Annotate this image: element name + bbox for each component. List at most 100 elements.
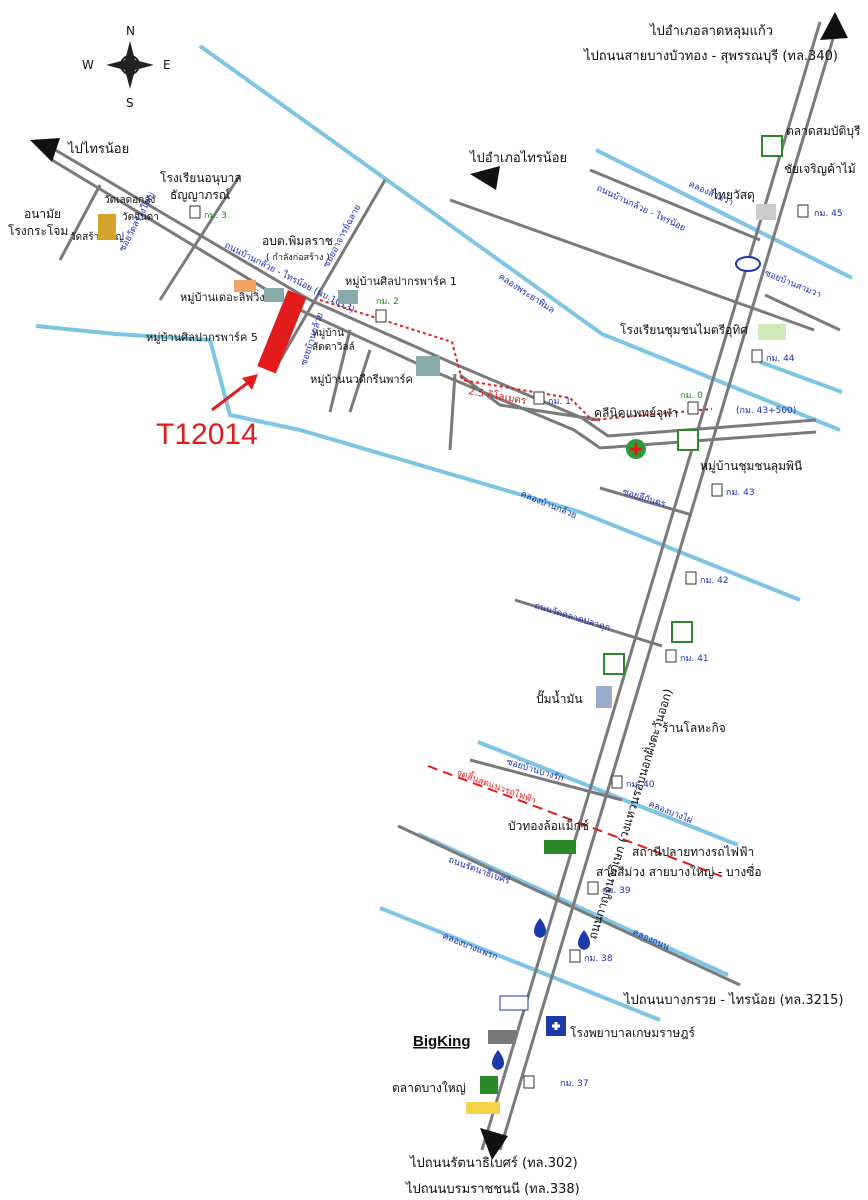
place-latdawin-1: หมู่บ้าน [312, 327, 344, 339]
compass-icon [106, 41, 154, 89]
place-the-living: หมู่บ้านเดอะลิฟวิ่ง [180, 289, 265, 304]
place-station-1: สถานีปลายทางรถไฟฟ้า [632, 845, 754, 859]
seven-eleven-icon [761, 135, 783, 157]
place-bangyai-market: ตลาดบางใหญ่ [392, 1081, 466, 1095]
km4500: (กม. 43+500) [736, 406, 796, 416]
compass-w: W [82, 58, 94, 72]
km38: กม. 38 [584, 954, 613, 964]
big-king-icon [488, 1030, 516, 1044]
place-health-1: อนามัย [24, 207, 61, 221]
km40: กม. 40 [626, 780, 655, 790]
arrow-left-icon [30, 138, 60, 162]
compass-e: E [163, 58, 171, 72]
poi-icons [98, 135, 786, 1114]
place-wat-lat: วัดเลดอกลัง [104, 195, 155, 206]
place-obt-2: ( กำลังก่อสร้าง ) [266, 252, 330, 263]
place-health-2: โรงกระโจม [8, 224, 68, 238]
property-marker [257, 290, 307, 374]
place-obt-1: อบต.พิมลราช [262, 234, 333, 248]
dir-bottom-right: ไปถนนบางกรวย - ไทรน้อย (ทล.3215) [623, 992, 844, 1008]
seven-eleven-icon [603, 653, 625, 675]
place-school-sri: โรงเรียนชุมชนไมตรีอุทิศ [620, 323, 748, 338]
school-icon [758, 324, 786, 340]
obt-icon [234, 280, 256, 292]
place-station-2: สายสีม่วง สายบางใหญ่ - บางซื่อ [596, 863, 762, 879]
km44: กม. 44 [766, 354, 795, 364]
direction-arrows [30, 12, 848, 1160]
km45: กม. 45 [814, 209, 843, 219]
canal-phraya [198, 44, 841, 432]
arrow-down-icon [480, 1128, 508, 1160]
canal-samwa-2 [759, 360, 843, 394]
place-kindergarten-2: ธัญญาภรณ์ [170, 188, 230, 202]
arrow-up-icon [820, 12, 848, 40]
place-hospital: โรงพยาบาลเกษมราษฎร์ [570, 1026, 695, 1040]
place-nawadee: หมู่บ้านนวดีกรีนพาร์ค [310, 373, 413, 386]
place-thai-wasadu: ไทยวัสดุ [711, 188, 755, 203]
carrefour-icon [499, 995, 529, 1011]
km0: กม. 0 [680, 391, 703, 401]
canal-bangphrak [379, 906, 661, 1022]
dir-bottom-1: ไปถนนรัตนาธิเบศร์ (ทล.302) [409, 1155, 578, 1171]
km43: กม. 43 [726, 488, 755, 498]
place-labels: โรงเรียนอนุบาล ธัญญาภรณ์ อนามัย โรงกระโจ… [8, 124, 861, 1095]
ptt-icon [492, 1050, 504, 1070]
place-bigking: BigKing [413, 1033, 471, 1050]
road-soi-samwa: ซอยบ้านสามวา [763, 268, 823, 301]
km42: กม. 42 [700, 576, 729, 586]
code-label: T12014 [156, 418, 258, 451]
canal-samwa [595, 148, 853, 280]
ptt-icon [578, 930, 590, 950]
km39: กม. 39 [602, 886, 631, 896]
store-icon [544, 840, 576, 854]
compass-n: N [126, 24, 135, 38]
place-wat-jinda: วัดจินดา [122, 212, 159, 223]
rail-end-line [427, 765, 727, 879]
compass-rose: N S E W [82, 24, 171, 110]
km-markers: กม. 3 กม. 2 กม. 1 กม. 0 (กม. 43+500) กม.… [189, 204, 843, 1089]
canal-bangthanon-label: คลองถนน [631, 928, 671, 953]
compass-s: S [126, 96, 134, 110]
dir-mid-left: ไปอำเภอไทรน้อย [469, 150, 567, 166]
tesco-icon [466, 1102, 500, 1114]
dir-top-right-1: ไปอำเภอลาดหลุมแก้ว [649, 23, 773, 39]
canal-bankluai-label: คลองบ้านกล้วย [519, 489, 578, 522]
seven-eleven-icon [671, 621, 693, 643]
km3: กม. 3 [204, 211, 227, 221]
market-icon [480, 1076, 498, 1094]
km2: กม. 2 [376, 297, 399, 307]
place-bt-wheel: บัวทองล้อแม็กซ์ [508, 818, 589, 833]
km1: กม. 1 [548, 397, 571, 407]
road-talat-plak: ถนนวัดตลาดปลาดุก [533, 601, 611, 634]
ptt-icon [534, 918, 546, 938]
village-icon [338, 290, 358, 304]
place-chai: ชัยเจริญค้าไม้ [784, 162, 856, 176]
dir-top-right-2: ไปถนนสายบางบัวทอง - สุพรรณบุรี (ทล.340) [583, 48, 838, 64]
village-icon [264, 288, 284, 302]
route-line [319, 299, 713, 422]
place-silp5: หมู่บ้านศิลปากรพาร์ค 5 [146, 331, 258, 344]
place-latdawin-2: ลัดดาวิลล์ [312, 341, 355, 353]
place-gas: ปั๊มน้ำมัน [536, 690, 583, 706]
roads [51, 21, 841, 1151]
canal-bangphrak-label: คลองบางแพรก [441, 932, 499, 963]
gas-station-icon [596, 686, 612, 708]
place-clinic: คลีนิคแพทย์จุฬา [594, 406, 678, 421]
red-cross-icon [630, 443, 642, 455]
road-soi-lumpini: ซอยลีกันดร [621, 486, 667, 510]
thai-wasadu-icon [756, 204, 776, 220]
km41: กม. 41 [680, 654, 709, 664]
km37: กม. 37 [560, 1079, 589, 1089]
canal-bankluai [35, 324, 801, 602]
place-lumpini: หมู่บ้านชุมชนลุมพินี [700, 459, 802, 474]
temple-icon [98, 214, 116, 240]
cross-icon [552, 1022, 560, 1030]
place-market: ตลาดสมบัติบุรี [786, 124, 861, 139]
village-icon [416, 356, 440, 376]
esso-icon [735, 256, 761, 272]
place-hardware: ร้านโลหะกิจ [662, 721, 726, 735]
dir-top-left: ไปไทรน้อย [67, 141, 129, 157]
dir-bottom-2: ไปถนนบรมราชชนนี (ทล.338) [405, 1181, 580, 1197]
arrow-left-mid-icon [470, 166, 500, 190]
